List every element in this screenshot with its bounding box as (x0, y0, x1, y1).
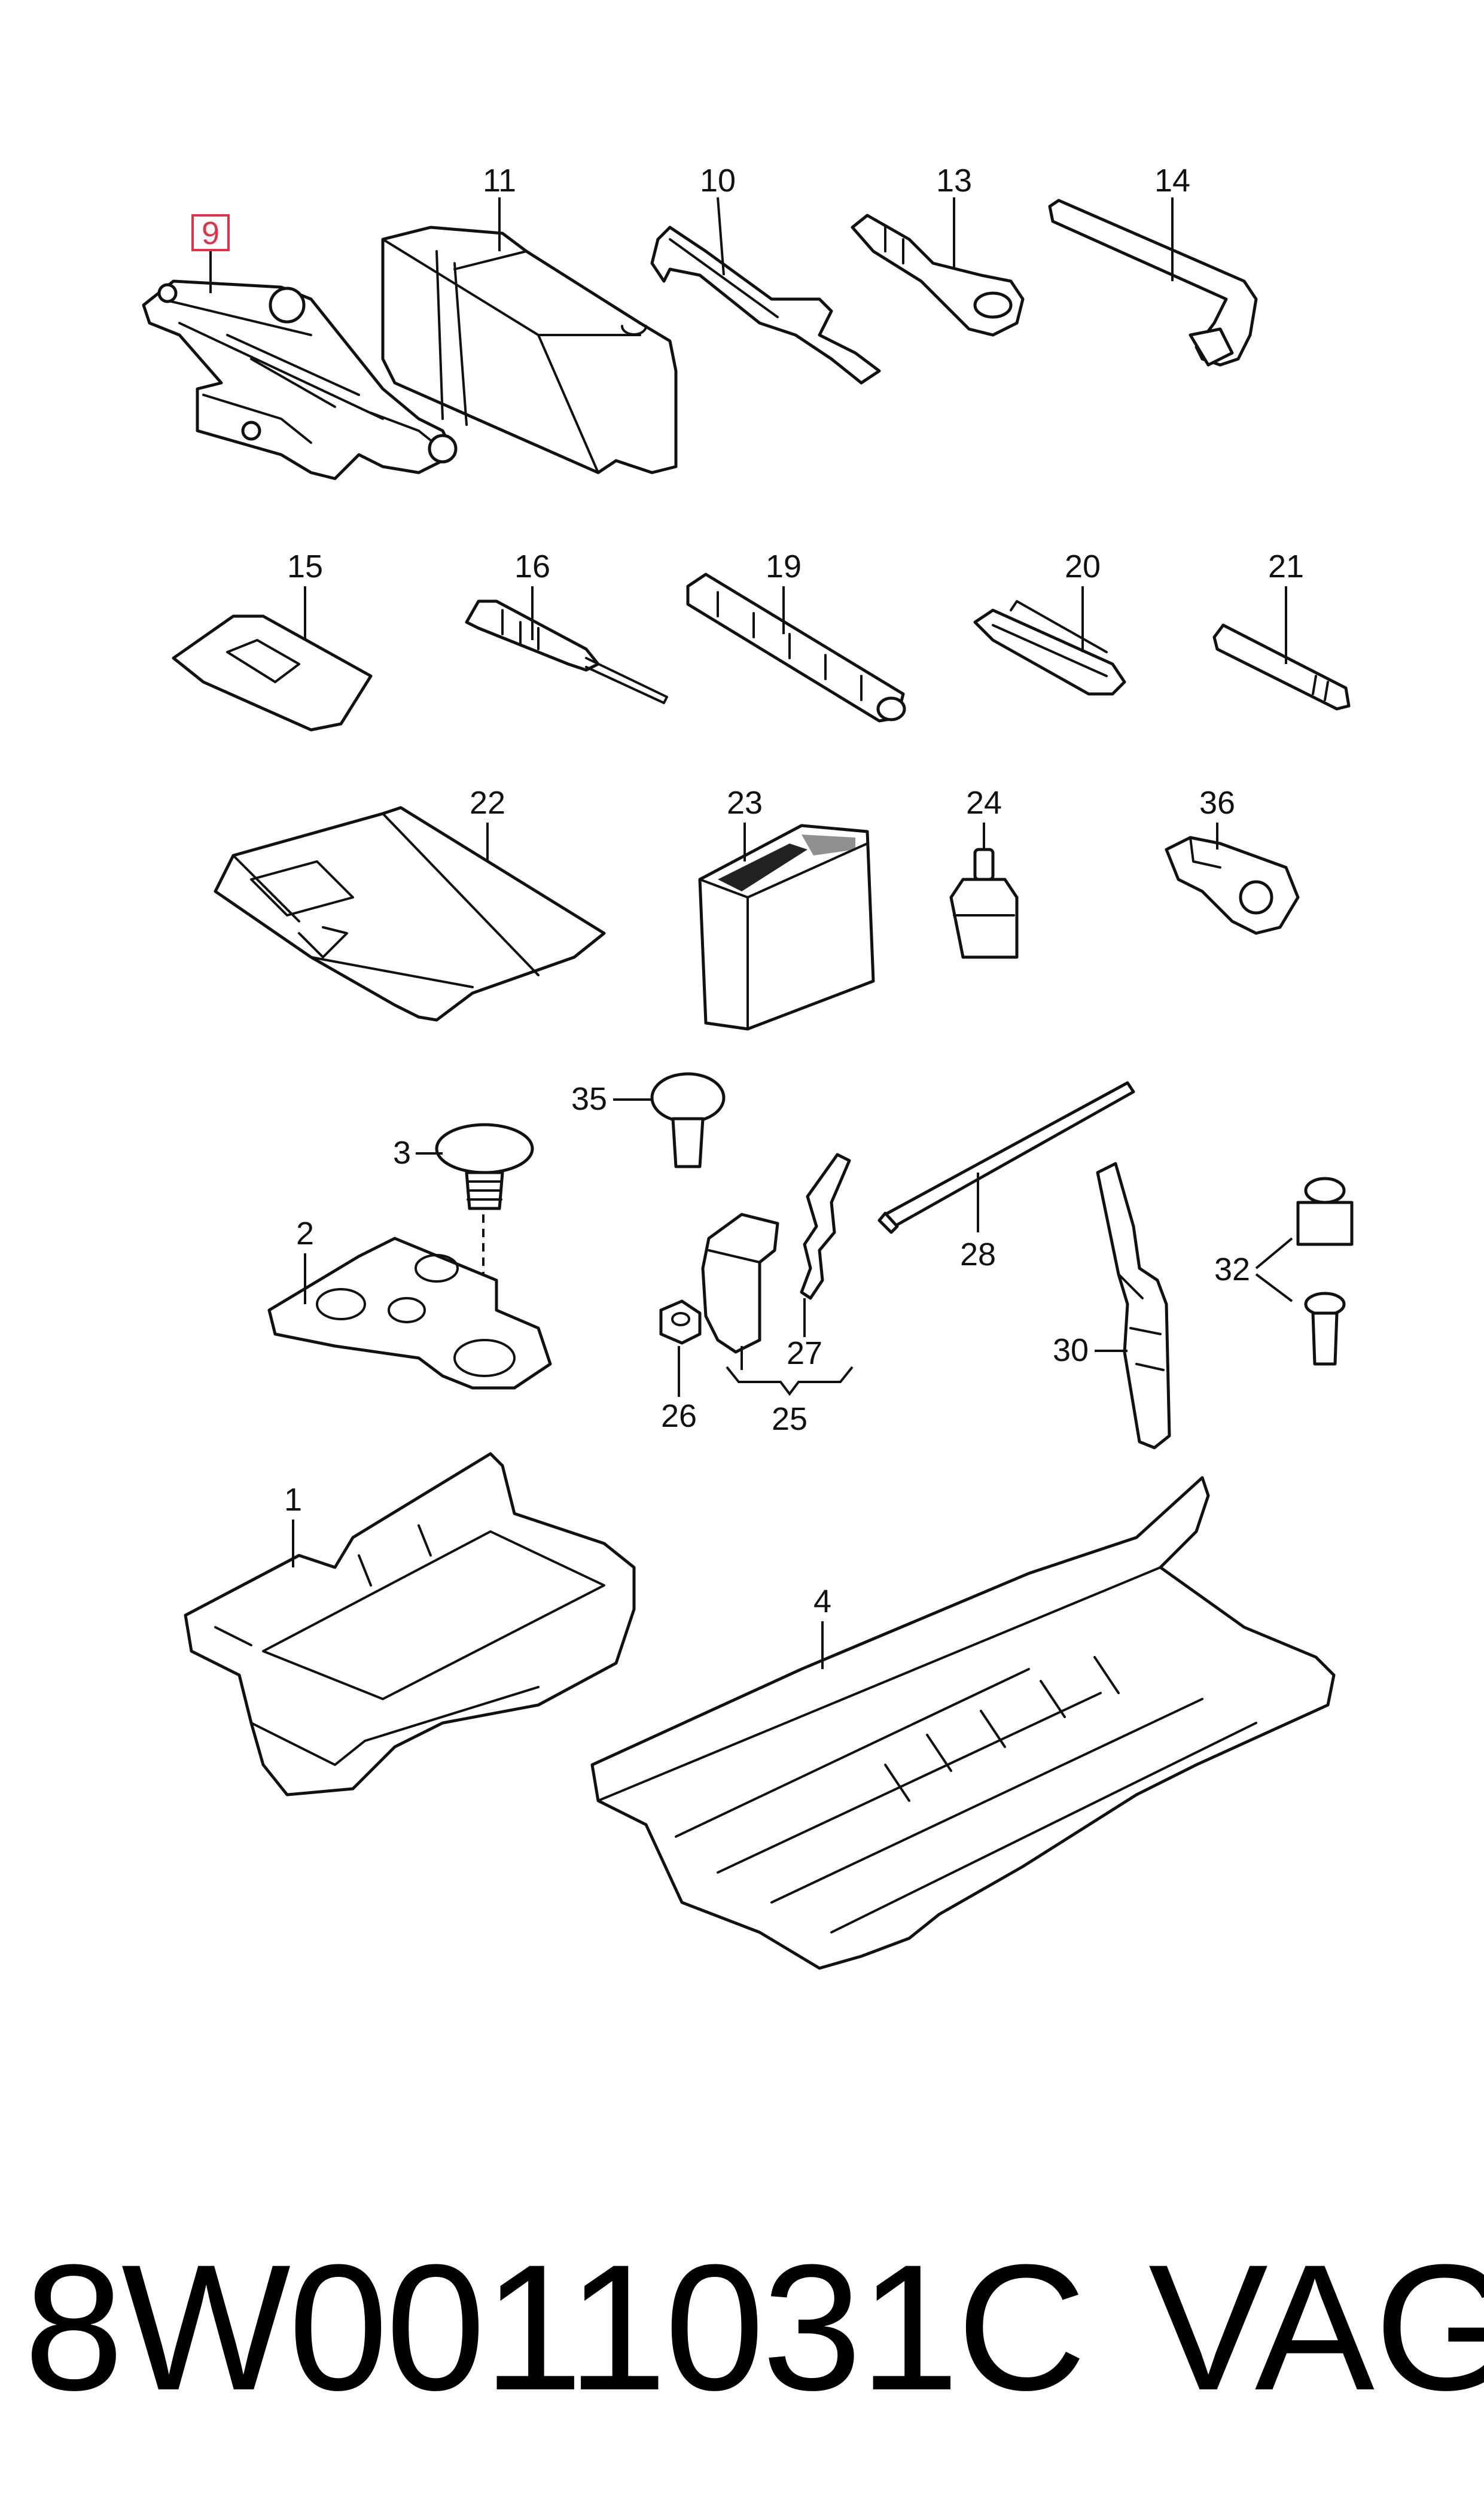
callout-35[interactable]: 35 (571, 1081, 652, 1117)
brand-text: VAG (1148, 2227, 1484, 2428)
callout-14-label: 14 (1154, 163, 1190, 199)
clip-part[interactable] (973, 600, 1126, 696)
nut-part[interactable] (659, 1299, 702, 1345)
callout-23-label: 23 (727, 785, 763, 821)
first-aid-box-part[interactable] (698, 824, 875, 1031)
callout-16[interactable]: 16 (514, 549, 550, 640)
clip-strip-part[interactable] (800, 1153, 851, 1300)
callout-14[interactable]: 14 (1154, 163, 1190, 281)
callout-36[interactable]: 36 (1199, 785, 1235, 850)
bit-holder-part[interactable] (686, 573, 906, 723)
callout-24-label: 24 (966, 785, 1002, 821)
callout-22[interactable]: 22 (470, 785, 505, 861)
callout-9[interactable]: 9 (191, 214, 230, 293)
knob-part[interactable] (650, 1072, 726, 1168)
callout-10[interactable]: 10 (700, 163, 736, 276)
callout-27[interactable]: 27 (787, 1298, 822, 1371)
callout-26[interactable]: 26 (661, 1346, 697, 1434)
bracket-part[interactable] (701, 1213, 779, 1354)
callout-9-label: 9 (202, 215, 220, 251)
footer: 8W0011031C VAG (24, 2213, 1484, 2441)
callout-25-label: 25 (772, 1401, 807, 1437)
callout-3[interactable]: 3 (393, 1135, 443, 1171)
callout-21[interactable]: 21 (1268, 549, 1304, 664)
tool-bag-part[interactable] (381, 226, 678, 474)
pin-part[interactable] (1212, 623, 1351, 711)
callout-30-label: 30 (1053, 1332, 1089, 1368)
rod-part[interactable] (877, 1081, 1135, 1234)
callout-15[interactable]: 15 (287, 549, 323, 640)
wheel-lock-part[interactable] (1296, 1177, 1354, 1366)
callout-30[interactable]: 30 (1053, 1332, 1128, 1368)
storage-tray-part[interactable] (184, 1452, 636, 1797)
callout-35-label: 35 (571, 1081, 607, 1117)
callout-32[interactable]: 32 (1214, 1237, 1293, 1302)
callout-32-label: 32 (1214, 1252, 1250, 1287)
callout-20[interactable]: 20 (1065, 549, 1101, 652)
screwdriver-part[interactable] (465, 599, 668, 704)
callout-10-label: 10 (700, 163, 736, 199)
callout-11-label: 11 (483, 163, 516, 199)
callout-25[interactable]: 25 (726, 1346, 854, 1437)
bottle-part[interactable] (949, 848, 1019, 959)
part-number-text: 8W0011031C (24, 2227, 1086, 2428)
callout-28-label: 28 (960, 1237, 996, 1272)
callout-26-label: 26 (661, 1398, 697, 1434)
lock-adaptor-part[interactable] (1165, 836, 1300, 935)
callout-2[interactable]: 2 (296, 1216, 314, 1304)
callout-1-label: 1 (284, 1482, 302, 1518)
jack-part[interactable] (142, 279, 458, 480)
callout-28[interactable]: 28 (960, 1173, 996, 1272)
callout-21-label: 21 (1268, 549, 1304, 584)
floor-cover-part[interactable] (590, 1476, 1336, 1970)
document-wallet-part[interactable] (214, 806, 606, 1022)
callout-4-label: 4 (813, 1584, 831, 1619)
wheel-brace-part[interactable] (1048, 199, 1258, 367)
callout-2-label: 2 (296, 1216, 314, 1252)
callout-20-label: 20 (1065, 549, 1101, 584)
callout-13[interactable]: 13 (936, 163, 972, 269)
callout-4[interactable]: 4 (813, 1584, 831, 1669)
callout-3-label: 3 (393, 1135, 411, 1171)
callout-16-label: 16 (514, 549, 550, 584)
pad-part[interactable] (172, 614, 373, 732)
callout-27-label: 27 (787, 1335, 822, 1371)
callout-36-label: 36 (1199, 785, 1235, 821)
callout-19-label: 19 (766, 549, 802, 584)
holder-screw-part[interactable] (435, 1123, 534, 1210)
callout-23[interactable]: 23 (727, 785, 763, 861)
callout-24[interactable]: 24 (966, 785, 1002, 850)
callout-15-label: 15 (287, 549, 323, 584)
callout-13-label: 13 (936, 163, 972, 199)
lever-part[interactable] (1096, 1162, 1171, 1450)
hook-tool-part[interactable] (650, 226, 881, 385)
callout-22-label: 22 (470, 785, 505, 821)
callout-11[interactable]: 11 (483, 163, 516, 251)
callout-19[interactable]: 19 (766, 549, 802, 634)
towing-eye-part[interactable] (851, 214, 1025, 337)
callout-1[interactable]: 1 (284, 1482, 302, 1567)
bracket-plate-part[interactable] (267, 1237, 552, 1390)
